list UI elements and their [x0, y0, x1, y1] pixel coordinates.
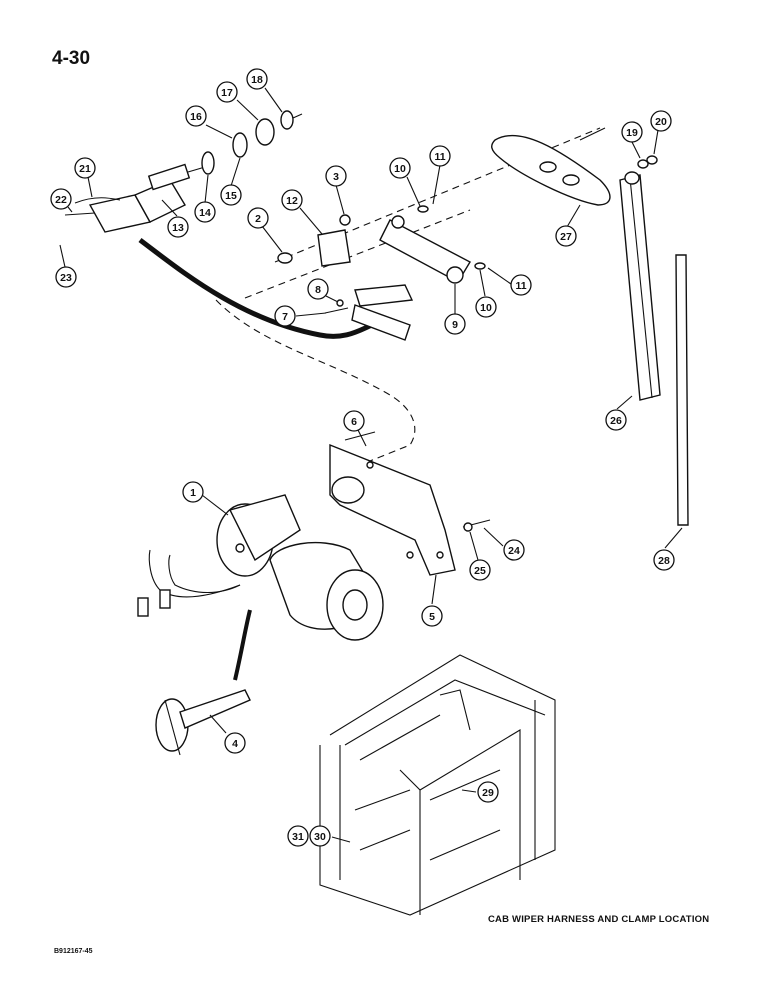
callout-11-upper: 11: [429, 145, 451, 167]
svg-text:21: 21: [79, 163, 91, 175]
callout-3: 3: [325, 165, 347, 187]
svg-text:15: 15: [225, 190, 237, 202]
svg-text:7: 7: [282, 311, 288, 323]
motor-cable: [233, 609, 252, 681]
wiper-blade: [675, 254, 689, 526]
callout-23: 23: [55, 266, 77, 288]
callout-6: 6: [343, 410, 365, 432]
callout-18: 18: [246, 68, 268, 90]
leader-lines: [59, 87, 683, 843]
svg-text:11: 11: [434, 151, 445, 163]
svg-text:30: 30: [314, 831, 326, 843]
diagram-caption: CAB WIPER HARNESS AND CLAMP LOCATION: [488, 914, 710, 925]
svg-text:26: 26: [610, 415, 622, 427]
callout-17: 17: [216, 81, 238, 103]
svg-text:31: 31: [292, 831, 304, 843]
svg-text:22: 22: [55, 194, 67, 206]
linkage-parts: [277, 205, 486, 341]
svg-text:24: 24: [508, 545, 520, 557]
callout-28: 28: [653, 549, 675, 571]
callout-29: 29: [477, 781, 499, 803]
svg-text:20: 20: [655, 116, 667, 128]
callout-11-lower: 11: [510, 274, 532, 296]
callout-7: 7: [274, 305, 296, 327]
callout-12: 12: [281, 189, 303, 211]
switch-assembly: [64, 110, 303, 233]
callout-16: 16: [185, 105, 207, 127]
callout-22: 22: [50, 188, 72, 210]
svg-text:18: 18: [251, 74, 263, 86]
svg-text:23: 23: [60, 272, 72, 284]
callout-27: 27: [555, 225, 577, 247]
callout-20: 20: [650, 110, 672, 132]
svg-text:11: 11: [515, 280, 526, 292]
svg-text:9: 9: [452, 319, 458, 331]
callout-24: 24: [503, 539, 525, 561]
callout-8: 8: [307, 278, 329, 300]
svg-text:29: 29: [482, 787, 494, 799]
wiper-motor: [216, 494, 384, 641]
cab-frame: [319, 654, 556, 916]
svg-text:4: 4: [232, 738, 238, 750]
callout-2: 2: [247, 207, 269, 229]
figure-code: B912167-45: [54, 948, 93, 955]
callout-19: 19: [621, 121, 643, 143]
callout-21: 21: [74, 157, 96, 179]
wiper-arm-assembly: [491, 127, 661, 401]
drive-gear: [155, 689, 251, 756]
callout-31: 31: [287, 825, 309, 847]
callout-15: 15: [220, 184, 242, 206]
callout-14: 14: [194, 201, 216, 223]
svg-text:19: 19: [626, 127, 638, 139]
callout-13: 13: [167, 216, 189, 238]
callout-1: 1: [182, 481, 204, 503]
svg-text:2: 2: [255, 213, 261, 225]
svg-text:6: 6: [351, 416, 357, 428]
svg-text:14: 14: [199, 207, 211, 219]
svg-text:28: 28: [658, 555, 670, 567]
svg-text:5: 5: [429, 611, 435, 623]
svg-text:1: 1: [190, 487, 196, 499]
svg-text:13: 13: [172, 222, 184, 234]
mounting-bracket: [329, 431, 491, 576]
svg-text:25: 25: [474, 565, 486, 577]
callout-25: 25: [469, 559, 491, 581]
callout-5: 5: [421, 605, 443, 627]
callouts: 1 2 3 4 5 6 7 8 9 10 10 11 11 12 13 14 1…: [50, 68, 675, 847]
svg-text:10: 10: [480, 302, 492, 314]
callout-10-upper: 10: [389, 157, 411, 179]
svg-text:17: 17: [221, 87, 233, 99]
svg-text:8: 8: [315, 284, 321, 296]
callout-4: 4: [224, 732, 246, 754]
page-number: 4-30: [52, 48, 91, 69]
svg-text:27: 27: [560, 231, 572, 243]
callout-9: 9: [444, 313, 466, 335]
svg-text:12: 12: [286, 195, 298, 207]
callout-30: 30: [309, 825, 331, 847]
svg-text:16: 16: [190, 111, 202, 123]
callout-26: 26: [605, 409, 627, 431]
motor-wires: [137, 549, 241, 617]
svg-text:3: 3: [333, 171, 339, 183]
callout-10-lower: 10: [475, 296, 497, 318]
svg-text:10: 10: [394, 163, 406, 175]
